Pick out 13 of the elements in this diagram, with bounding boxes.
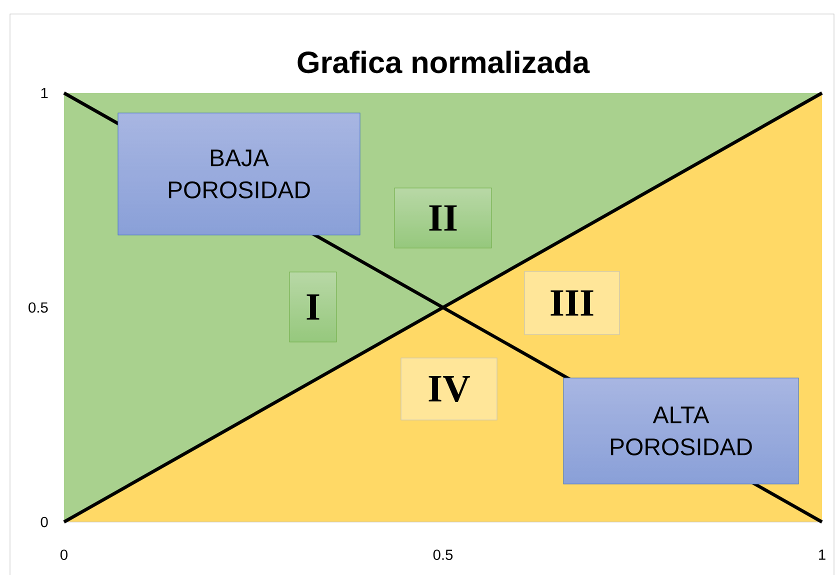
region-box: I [289, 272, 337, 342]
tick-label: 0.5 [433, 550, 453, 560]
tick-label: 1 [819, 550, 826, 560]
tick-label: 0 [60, 550, 68, 560]
region-box: IV [400, 358, 498, 420]
tick-label: 0 [40, 516, 48, 528]
chart-title: Grafica normalizada [298, 50, 590, 74]
region-box: II [394, 188, 492, 248]
label-box: ALTA POROSIDAD [563, 378, 799, 484]
region-box: III [524, 271, 620, 335]
tick-label: 1 [41, 88, 48, 98]
tick-label: 0.5 [28, 302, 48, 313]
label-box: BAJA POROSIDAD [118, 112, 360, 236]
